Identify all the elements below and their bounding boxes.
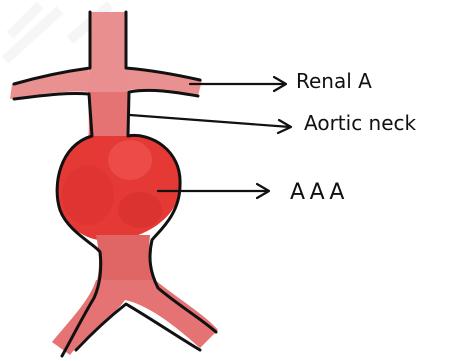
label-aortic-neck: Aortic neck [304,111,417,135]
aneurysm-shade-2 [118,192,162,228]
lower-aorta-fill [96,235,155,285]
label-renal-artery: Renal A [296,69,372,93]
label-aaa: AAA [290,180,348,205]
aneurysm-highlight [108,140,152,180]
aneurysm-shade-1 [62,165,114,225]
aortic-neck-fill [88,92,130,140]
